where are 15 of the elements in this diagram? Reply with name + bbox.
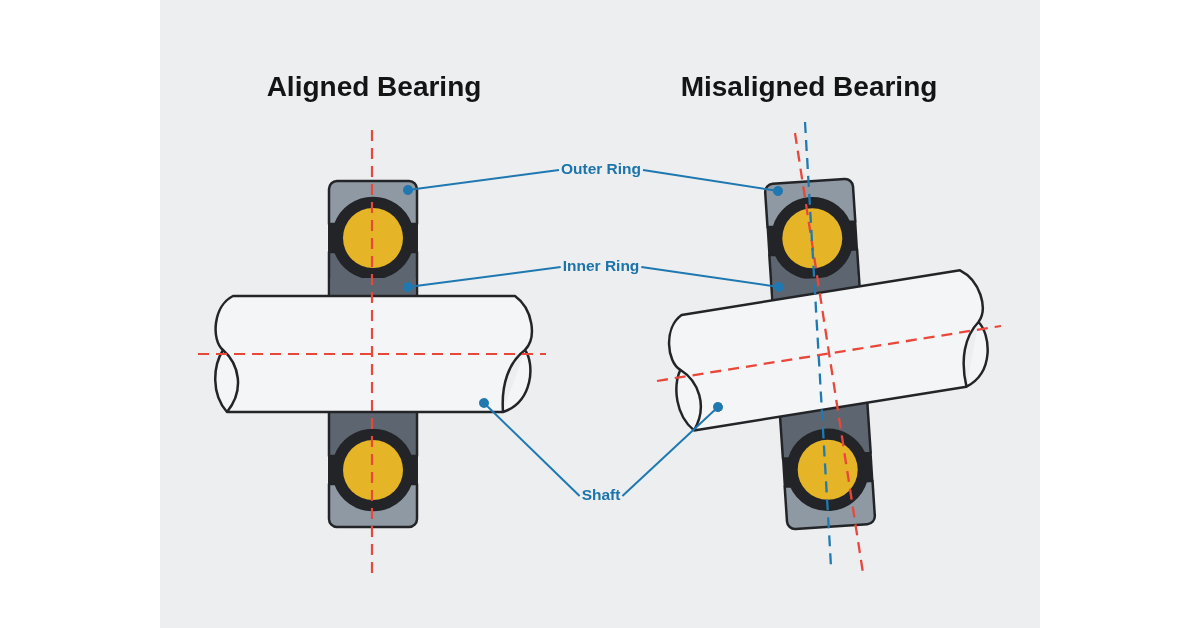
leader-line [621,402,723,497]
leader-line [642,169,783,196]
heading: Misaligned Bearing [680,70,938,104]
leader-line [403,266,562,292]
leader-line [640,266,784,292]
heading: Aligned Bearing [266,70,482,104]
leader-line [403,169,560,195]
shaft [667,269,989,432]
outer-ring [327,179,419,226]
leader-line [479,398,581,497]
shaft [214,294,534,414]
part-label: Outer Ring [558,159,644,179]
part-label: Shaft [579,485,623,505]
outer-ring [763,177,857,229]
part-label: Inner Ring [560,256,642,276]
